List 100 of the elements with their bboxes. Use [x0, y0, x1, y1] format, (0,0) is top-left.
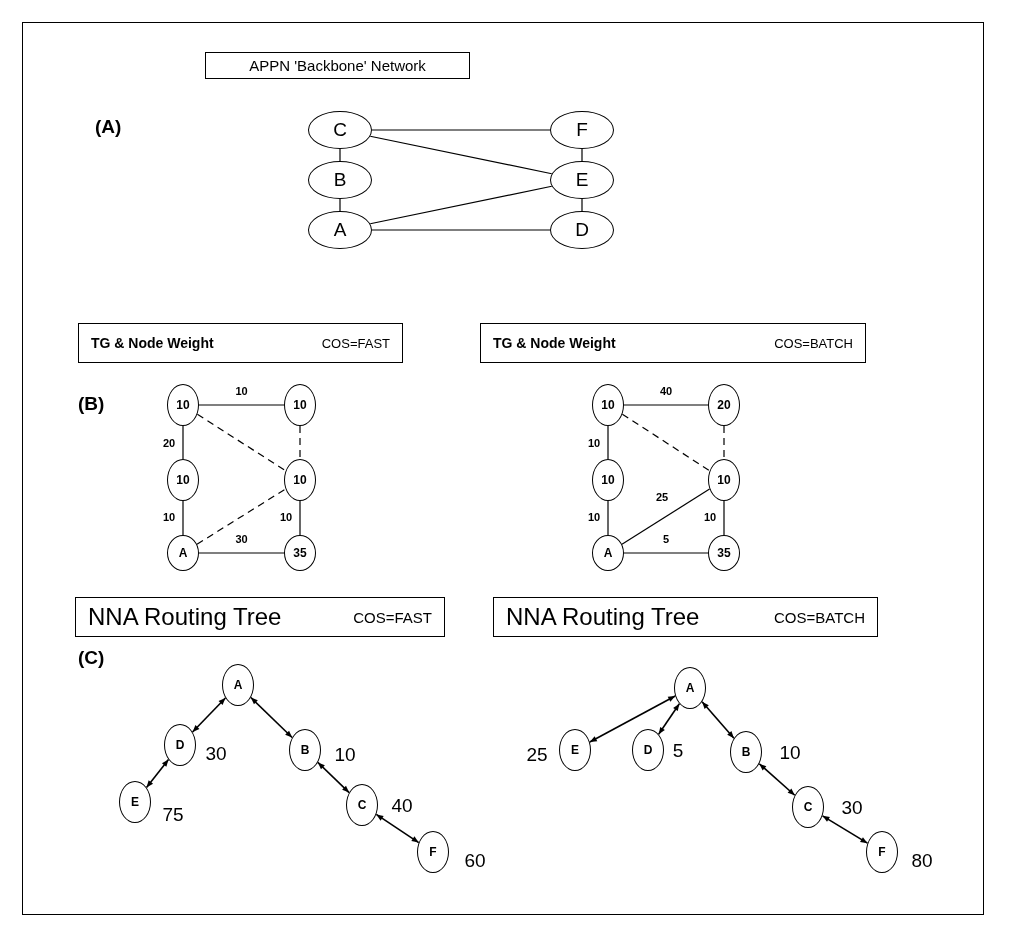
node-name: C: [333, 117, 347, 142]
node-name: D: [575, 217, 589, 242]
heading-text: NNA Routing Tree: [88, 605, 282, 629]
node-name: 10: [293, 397, 307, 414]
connector-line: [607, 500, 609, 536]
connector-line: [299, 500, 301, 536]
node-name: 35: [293, 545, 307, 562]
edge-label: 40: [658, 385, 674, 397]
node-name: 10: [176, 397, 190, 414]
cost-value: 25: [526, 744, 548, 764]
connector-line: [723, 500, 725, 536]
heading-text: TG & Node Weight: [91, 336, 214, 350]
node-ellipse: [792, 786, 824, 828]
connector-line: [339, 198, 341, 212]
node-ellipse: [222, 664, 254, 706]
node-name: 20: [717, 397, 731, 414]
node-name: F: [576, 117, 588, 142]
edge-label: 10: [234, 385, 249, 397]
node-ellipse: [592, 384, 624, 426]
node-ellipse: [346, 784, 378, 826]
node-name: 10: [601, 397, 615, 414]
node-ellipse: [730, 731, 762, 773]
node-name: A: [333, 217, 347, 242]
node-ellipse: [674, 667, 706, 709]
node-name: C: [803, 799, 813, 816]
heading-text: APPN 'Backbone' Network: [249, 58, 426, 73]
node-ellipse: [167, 535, 199, 571]
node-name: B: [741, 744, 751, 761]
heading-text: TG & Node Weight: [493, 336, 616, 350]
cost-value: 80: [911, 850, 933, 870]
node-ellipse: [289, 729, 321, 771]
cos-label: COS=FAST: [321, 336, 390, 350]
node-ellipse: [417, 831, 449, 873]
connector-line: [182, 425, 184, 460]
double-arrow: [145, 758, 170, 789]
node-ellipse: [284, 384, 316, 426]
connector-line: [581, 198, 583, 212]
node-ellipse: [632, 729, 664, 771]
cost-value: 5: [672, 740, 684, 760]
cost-value: 10: [779, 742, 801, 762]
connector-line: [607, 425, 609, 460]
node-name: A: [685, 680, 695, 697]
heading-box: [205, 52, 470, 79]
node-ellipse: [284, 535, 316, 571]
node-ellipse: [167, 459, 199, 501]
double-arrow: [821, 815, 869, 844]
node-ellipse: [866, 831, 898, 873]
node-name: B: [333, 167, 347, 192]
panel-label: (A): [95, 117, 122, 136]
edge-label: 10: [278, 511, 294, 522]
connector-line: [621, 488, 711, 545]
cost-value: 10: [334, 744, 356, 764]
node-name: F: [878, 844, 886, 861]
double-arrow: [375, 813, 420, 844]
node-name: C: [357, 797, 367, 814]
connector-line: [371, 129, 551, 131]
cost-value: 75: [162, 804, 184, 824]
node-ellipse: [708, 535, 740, 571]
node-ellipse: [592, 459, 624, 501]
connector-line: [623, 404, 709, 406]
node-ellipse: [284, 459, 316, 501]
cos-label: COS=BATCH: [774, 336, 853, 350]
double-arrow: [758, 762, 796, 797]
node-name: 10: [601, 472, 615, 489]
heading-box: [480, 323, 866, 363]
connector-line: [369, 185, 553, 225]
edge-label: 10: [586, 511, 602, 522]
connector-line: [198, 552, 285, 554]
connector-line: [723, 425, 725, 460]
heading-box: [493, 597, 878, 637]
cost-value: 30: [205, 743, 227, 763]
connector-line: [198, 404, 285, 406]
connector-line: [369, 135, 553, 175]
double-arrow: [191, 697, 227, 733]
node-name: B: [300, 742, 310, 759]
node-name: E: [571, 742, 579, 759]
heading-box: [78, 323, 403, 363]
edge-label: 25: [654, 491, 670, 502]
node-name: D: [175, 737, 185, 754]
connector-line: [299, 425, 301, 460]
edge-label: 10: [702, 511, 718, 522]
node-name: A: [233, 677, 243, 694]
cost-value: 30: [841, 797, 863, 817]
cost-value: 40: [391, 795, 413, 815]
connector-line: [196, 488, 287, 545]
double-arrow: [250, 696, 293, 739]
node-ellipse: [708, 384, 740, 426]
node-name: A: [178, 545, 188, 562]
edge-label: 5: [661, 533, 671, 545]
edge-label: 20: [161, 437, 177, 448]
node-name: 35: [717, 545, 731, 562]
node-name: E: [575, 167, 589, 192]
connector-line: [339, 148, 341, 162]
node-ellipse: [164, 724, 196, 766]
connector-line: [621, 413, 711, 472]
cost-value: 60: [464, 850, 486, 870]
connector-line: [371, 229, 551, 231]
node-name: 10: [176, 472, 190, 489]
node-ellipse: [592, 535, 624, 571]
connector-line: [196, 413, 287, 472]
